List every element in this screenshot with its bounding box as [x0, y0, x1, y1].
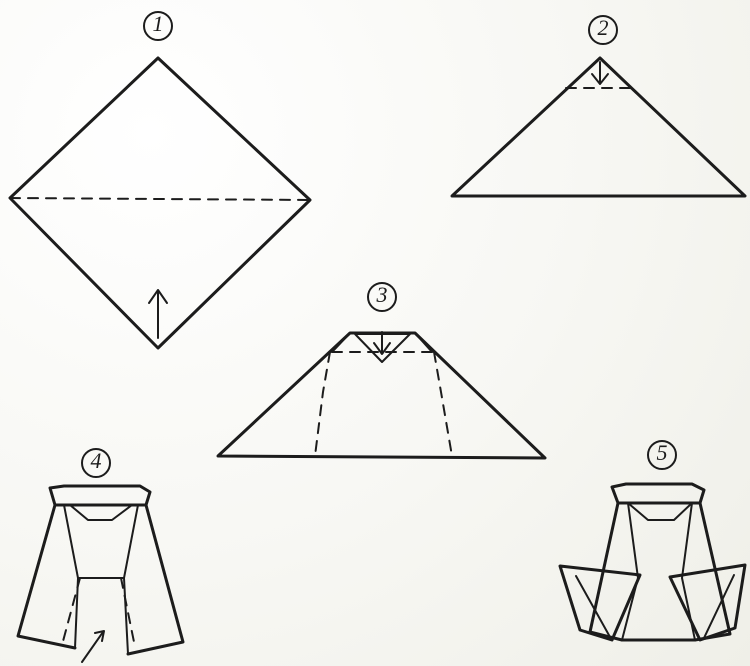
step-4: 4: [18, 448, 183, 662]
step-2: 2: [452, 15, 745, 196]
step-5-top-band: [612, 484, 704, 503]
step-5: 5: [560, 440, 745, 640]
step-5-inner-right: [682, 503, 695, 640]
step-4-head-cut: [70, 505, 132, 520]
step-5-number: 5: [657, 440, 668, 465]
step-2-triangle: [452, 58, 745, 196]
step-5-left-wing: [560, 566, 640, 640]
step-5-head-cut: [628, 503, 692, 520]
step-4-inner-left: [64, 505, 78, 648]
step-1: 1: [10, 11, 310, 348]
step-4-left-outline: [18, 505, 75, 648]
step-4-right-outline: [128, 505, 183, 654]
step-1-fold-line: [10, 198, 310, 200]
step-3-left-fold-line: [315, 352, 330, 456]
step-1-square: [10, 58, 310, 348]
step-5-left-wing-crease: [576, 576, 610, 637]
step-4-top-band: [50, 486, 150, 505]
step-4-arrow-shaft: [82, 632, 103, 662]
step-3-number: 3: [376, 282, 388, 307]
step-5-inner-left: [622, 503, 638, 640]
step-4-number: 4: [91, 448, 102, 473]
step-2-number: 2: [598, 15, 609, 40]
step-3: 3: [218, 282, 545, 458]
step-1-number: 1: [153, 11, 164, 36]
